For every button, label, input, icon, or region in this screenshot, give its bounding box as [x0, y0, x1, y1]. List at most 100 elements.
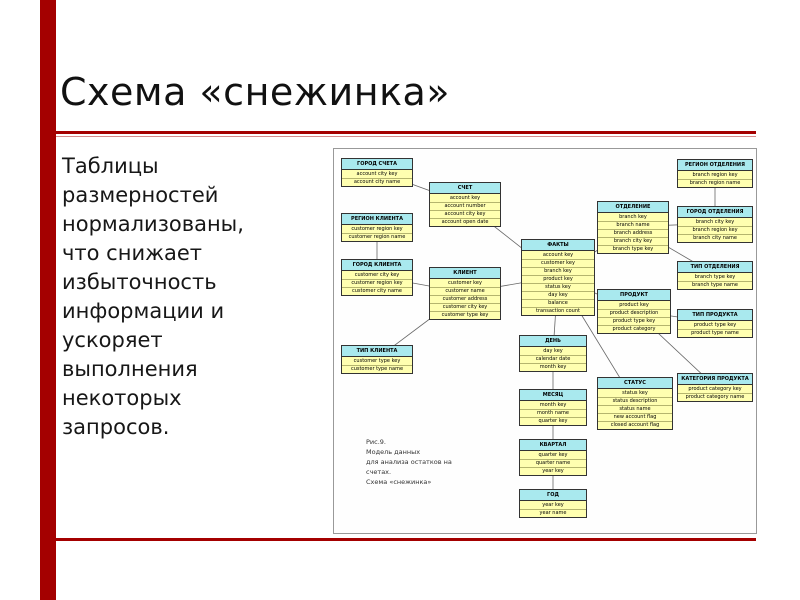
table-field: quarter key	[520, 417, 586, 425]
table-field: customer type name	[342, 365, 412, 373]
table-field: new account flag	[598, 413, 672, 421]
table-field: branch type key	[694, 274, 736, 280]
table-field: product key	[522, 275, 594, 283]
table-field: customer type key	[353, 358, 401, 364]
table-field: product type key	[598, 317, 670, 325]
table-field: status key	[522, 283, 594, 291]
table-title: ФАКТЫ	[522, 240, 594, 251]
table-field: branch city name	[678, 234, 752, 242]
table-title: КВАРТАЛ	[520, 440, 586, 451]
table-field: product description	[598, 309, 670, 317]
table-field: status description	[598, 397, 672, 405]
table-field: customer address	[430, 295, 500, 303]
table-field: branch key	[522, 267, 594, 275]
table-title: ТИП ОТДЕЛЕНИЯ	[678, 262, 752, 273]
table-field: account number	[430, 202, 500, 210]
table-field: year key	[542, 502, 564, 508]
table-field: account key	[542, 252, 574, 258]
table-title: ГОРОД ОТДЕЛЕНИЯ	[678, 207, 752, 218]
slide-body-text: Таблицы размерностей нормализованы, что …	[62, 154, 244, 439]
slide-title: Схема «снежинка»	[60, 70, 451, 114]
title-underline-rule-thin	[40, 136, 756, 137]
table-field: year key	[520, 467, 586, 475]
table-field: branch address	[598, 229, 668, 237]
table-field: customer region key	[351, 226, 403, 232]
table-field: month key	[539, 402, 567, 408]
table-field: closed account flag	[598, 421, 672, 429]
table-field: quarter name	[520, 459, 586, 467]
table-field: product category	[598, 325, 670, 333]
title-underline-rule	[40, 131, 756, 134]
footer-rule	[40, 538, 756, 541]
table-title: РЕГИОН ОТДЕЛЕНИЯ	[678, 160, 752, 171]
diagram-caption: Рис.9. Модель данных для анализа остатко…	[366, 437, 476, 487]
table-field: customer city name	[342, 287, 412, 295]
table-field: customer type key	[430, 311, 500, 319]
caption-line: Модель данных	[366, 448, 421, 456]
table-title: СЧЕТ	[430, 183, 500, 194]
table-title: РЕГИОН КЛИЕНТА	[342, 214, 412, 225]
table-field: status name	[598, 405, 672, 413]
table-field: account open date	[430, 218, 500, 226]
table-field: month key	[520, 363, 586, 371]
caption-line: Схема «снежинка»	[366, 478, 432, 486]
table-field: balance	[522, 299, 594, 307]
table-title: СТАТУС	[598, 378, 672, 389]
table-field: calendar date	[520, 355, 586, 363]
table-field: product category key	[688, 386, 742, 392]
table-field: branch city key	[598, 237, 668, 245]
table-field: customer city key	[430, 303, 500, 311]
table-field: branch type name	[678, 281, 752, 289]
table-title: ТИП КЛИЕНТА	[342, 346, 412, 357]
table-field: product type key	[693, 322, 737, 328]
table-title: ДЕНЬ	[520, 336, 586, 347]
caption-line: Рис.9.	[366, 438, 386, 446]
table-field: account city name	[342, 178, 412, 186]
table-field: product type name	[678, 329, 752, 337]
table-field: account key	[449, 195, 481, 201]
table-title: ТИП ПРОДУКТА	[678, 310, 752, 321]
table-field: customer key	[522, 259, 594, 267]
table-field: branch region key	[678, 226, 752, 234]
table-field: transaction count	[522, 307, 594, 315]
table-field: month name	[520, 409, 586, 417]
table-field: branch key	[619, 214, 647, 220]
table-field: day key	[543, 348, 563, 354]
table-field: branch region key	[692, 172, 738, 178]
table-field: customer region name	[342, 233, 412, 241]
table-title: ОТДЕЛЕНИЕ	[598, 202, 668, 213]
table-title: ГОРОД КЛИЕНТА	[342, 260, 412, 271]
table-field: day key	[522, 291, 594, 299]
table-field: branch type key	[598, 245, 668, 253]
table-field: branch region name	[678, 179, 752, 187]
table-field: quarter key	[538, 452, 568, 458]
table-field: customer city key	[354, 272, 400, 278]
table-title: ГОД	[520, 490, 586, 501]
table-field: account city key	[430, 210, 500, 218]
table-field: customer key	[448, 280, 482, 286]
table-title: КЛИЕНТ	[430, 268, 500, 279]
table-field: product key	[619, 302, 649, 308]
table-field: customer name	[430, 287, 500, 295]
table-title: КАТЕГОРИЯ ПРОДУКТА	[678, 374, 752, 385]
table-field: branch name	[598, 221, 668, 229]
